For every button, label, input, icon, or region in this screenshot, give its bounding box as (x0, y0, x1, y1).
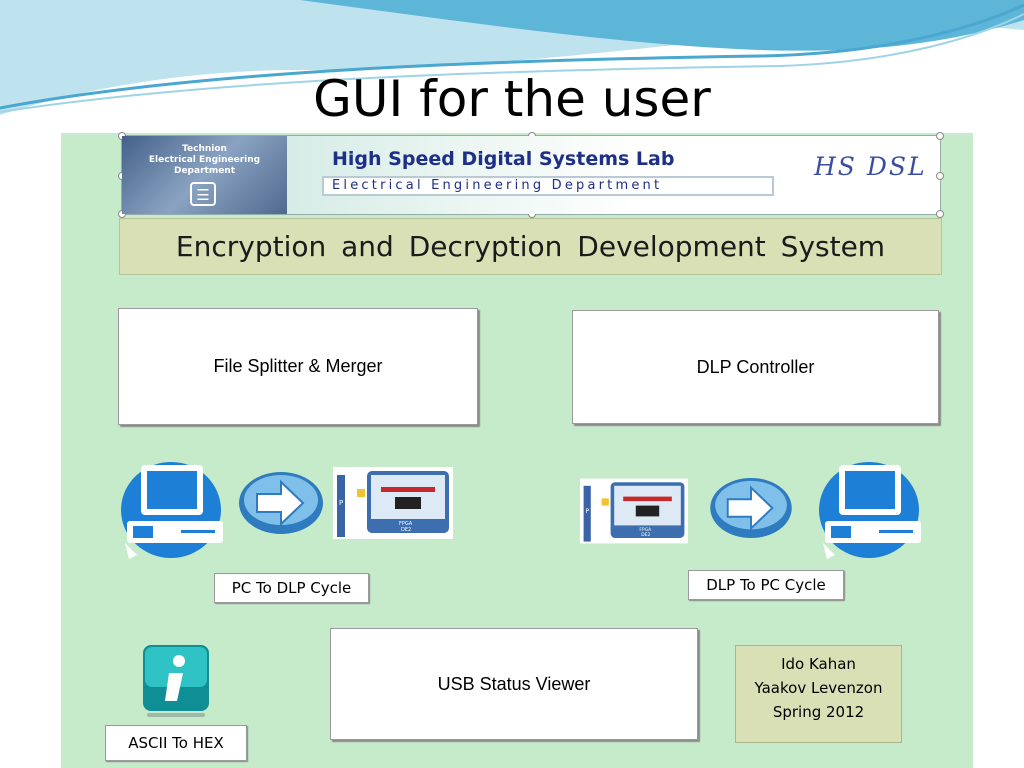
dlp-controller-button[interactable]: DLP Controller (572, 310, 939, 424)
de2-board-label: DE2 (641, 532, 650, 538)
selection-handle (936, 172, 944, 180)
technion-emblem-icon: ☰ (190, 182, 216, 206)
info-icon[interactable] (141, 643, 211, 718)
slide-title: GUI for the user (313, 70, 711, 128)
board-side-label: P C (339, 499, 350, 507)
de2-board-label: DE2 (401, 527, 411, 533)
header-wave (0, 0, 1024, 115)
department-line: Electrical Engineering (148, 155, 261, 165)
department-line: Department (173, 166, 236, 176)
usb-status-viewer-button[interactable]: USB Status Viewer (330, 628, 698, 740)
lab-name: High Speed Digital Systems Lab (332, 148, 675, 170)
selection-handle (936, 210, 944, 218)
lab-banner: Technion Electrical Engineering Departme… (118, 132, 944, 218)
board-diagram-icon: P C FPGA DE2 (580, 478, 688, 544)
computer-icon (121, 462, 223, 559)
technion-panel: Technion Electrical Engineering Departme… (122, 136, 287, 214)
lab-department: Electrical Engineering Department (322, 176, 774, 196)
hsdsl-logo: HS DSL (814, 152, 927, 181)
board-side-label: P C (585, 508, 596, 515)
department-name: Technion Electrical Engineering Departme… (122, 144, 287, 177)
authors-box: Ido Kahan Yaakov Levenzon Spring 2012 (735, 645, 902, 743)
lab-title-area: High Speed Digital Systems Lab Electrica… (287, 136, 867, 214)
right-arrow-icon (239, 472, 323, 534)
file-splitter-merger-button[interactable]: File Splitter & Merger (118, 308, 478, 425)
department-line: Technion (182, 144, 227, 154)
fpga-label: FPGA (639, 527, 652, 533)
author-name: Yaakov Levenzon (754, 679, 883, 697)
right-arrow-icon (710, 477, 792, 539)
fpga-label: FPGA (399, 521, 413, 527)
selection-handle (936, 132, 944, 140)
system-title: Encryption and Decryption Development Sy… (119, 218, 942, 275)
semester: Spring 2012 (772, 703, 865, 721)
ascii-to-hex-button[interactable]: ASCII To HEX (105, 725, 247, 761)
dlp-to-pc-cycle-button[interactable]: DLP To PC Cycle (688, 570, 844, 600)
computer-icon (819, 462, 921, 559)
application-panel: Technion Electrical Engineering Departme… (61, 132, 973, 768)
pc-to-dlp-cycle-button[interactable]: PC To DLP Cycle (214, 573, 369, 603)
author-name: Ido Kahan (781, 655, 856, 673)
board-diagram-icon: P C FPGA DE2 (333, 467, 453, 539)
